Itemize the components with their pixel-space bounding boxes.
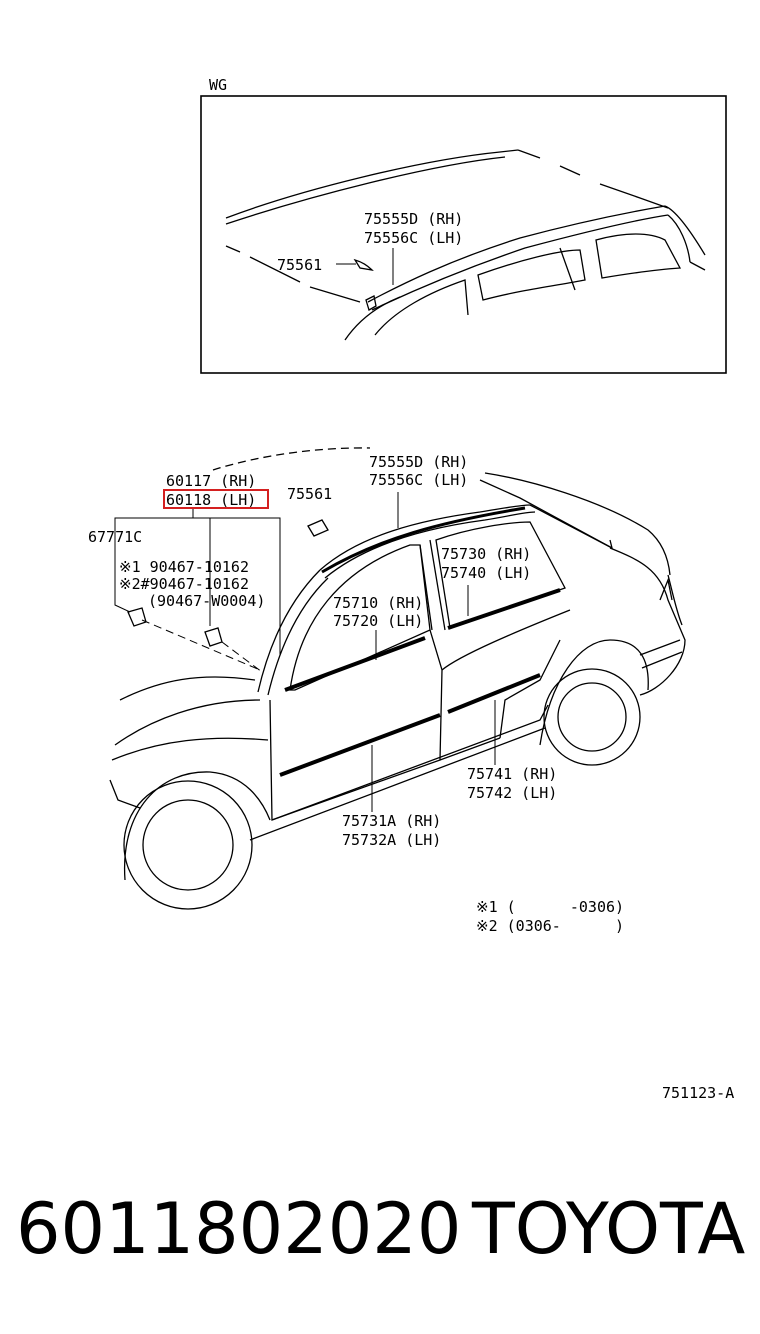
inset-leaders — [336, 248, 394, 285]
label-rear-side-rh: 75741 (RH) — [467, 765, 557, 783]
inset-panel: WG 75555D (RH) 75556C (LH) 75561 — [200, 76, 727, 374]
inset-label-roof-rh: 75555D (RH) — [364, 210, 463, 228]
label-rear-side-lh: 75742 (LH) — [467, 784, 557, 802]
inset-frame — [200, 95, 727, 374]
label-pillar-lh: 60118 (LH) — [166, 491, 256, 509]
car-body-drawing — [109, 447, 686, 910]
label-roof-lh: 75556C (LH) — [369, 471, 468, 489]
label-clip: 75561 — [287, 485, 332, 503]
label-front-side-lh: 75732A (LH) — [342, 831, 441, 849]
footer: 6011802020 TOYOTA — [0, 1188, 760, 1278]
part-number: 6011802020 — [16, 1188, 462, 1270]
label-pillar-rh: 60117 (RH) — [166, 472, 256, 490]
label-roof-rh: 75555D (RH) — [369, 453, 468, 471]
label-screw1: ※1 90467-10162 — [119, 558, 249, 576]
label-screw3: (90467-W0004) — [148, 592, 265, 610]
label-rear-belt-rh: 75730 (RH) — [441, 545, 531, 563]
highlight-box — [163, 489, 269, 509]
brand-name: TOYOTA — [472, 1188, 746, 1270]
figure-code: 751123-A — [662, 1084, 734, 1102]
label-rear-belt-lh: 75740 (LH) — [441, 564, 531, 582]
inset-tag: WG — [209, 76, 227, 94]
inset-label-roof-lh: 75556C (LH) — [364, 229, 463, 247]
label-front-belt-rh: 75710 (RH) — [333, 594, 423, 612]
main-leader-lines — [114, 492, 496, 812]
label-front-belt-lh: 75720 (LH) — [333, 612, 423, 630]
inset-label-clip: 75561 — [277, 256, 322, 274]
label-screw2: ※2#90467-10162 — [119, 575, 249, 593]
note-2: ※2 (0306- ) — [476, 917, 624, 935]
note-1: ※1 ( -0306) — [476, 898, 624, 916]
label-front-side-rh: 75731A (RH) — [342, 812, 441, 830]
inset-roof-drawing — [225, 149, 706, 341]
label-clip2: 67771C — [88, 528, 142, 546]
